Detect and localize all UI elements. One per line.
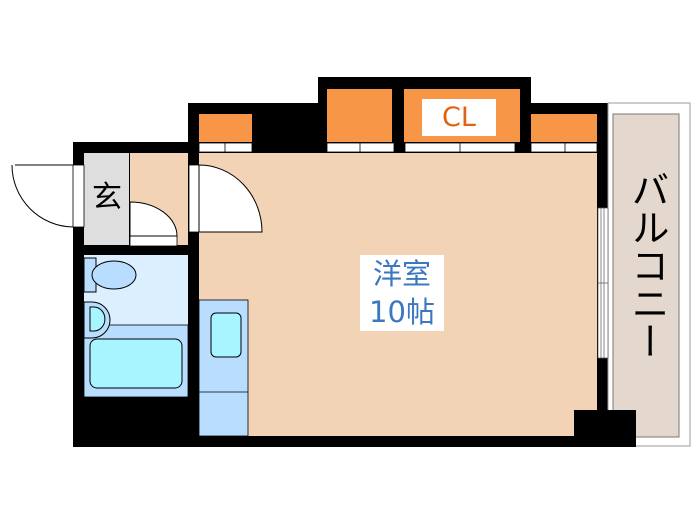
balcony-label: バルコニー <box>625 170 669 360</box>
closet-1 <box>199 114 252 142</box>
balcony-floor <box>612 113 680 438</box>
closet-2 <box>327 89 392 142</box>
entrance-label: 玄 <box>92 180 122 215</box>
closet-label: CL <box>422 99 496 136</box>
western-room-label: 洋室 10帖 <box>360 255 444 331</box>
room-size: 10帖 <box>369 295 435 329</box>
bathtub <box>89 338 183 389</box>
room-name: 洋室 <box>372 257 431 291</box>
washbasin <box>83 301 111 339</box>
entrance-floor <box>84 153 129 245</box>
toilet <box>83 257 137 293</box>
wall-corner-inner <box>574 410 608 447</box>
closet-4 <box>531 114 597 142</box>
kitchen-sink <box>210 312 242 358</box>
bath-door[interactable] <box>129 201 178 247</box>
balcony-window <box>597 207 609 359</box>
closet-sliding-doors <box>198 142 598 153</box>
room-door[interactable] <box>188 164 263 233</box>
entrance-door[interactable] <box>11 164 85 228</box>
